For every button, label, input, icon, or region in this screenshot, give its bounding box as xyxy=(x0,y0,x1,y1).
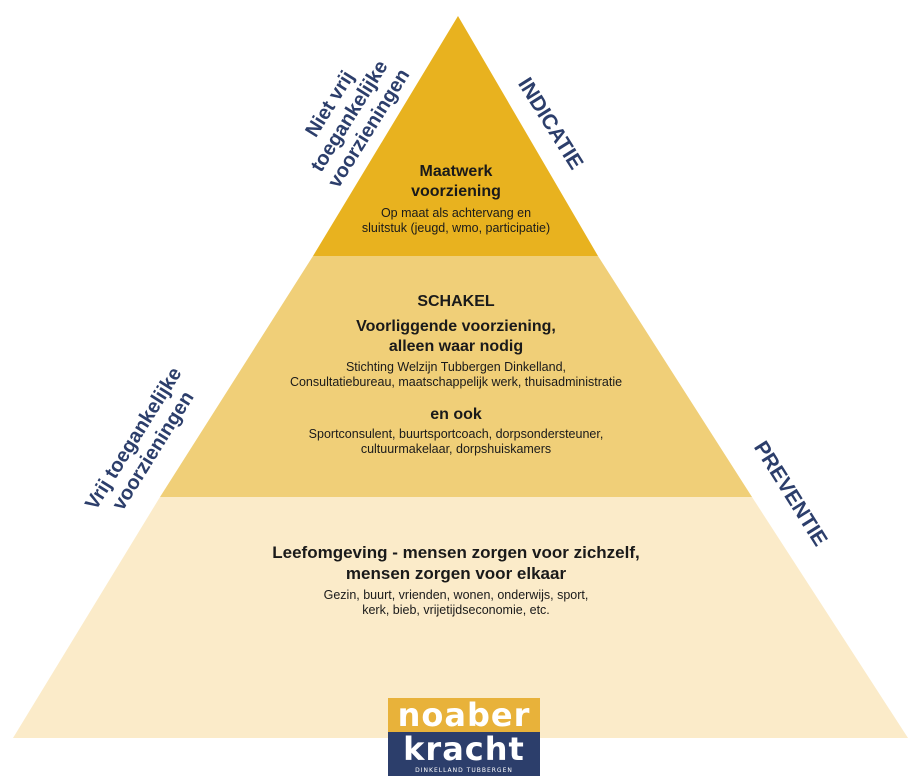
pyramid-bottom-layer xyxy=(13,497,908,738)
bottom-title-line1: Leefomgeving - mensen zorgen voor zichze… xyxy=(272,543,640,562)
middle-desc-line2: Consultatiebureau, maatschappelijk werk,… xyxy=(289,375,623,389)
top-desc-line1: Op maat als achtervang en xyxy=(380,206,532,220)
bottom-title-line2: mensen zorgen voor elkaar xyxy=(345,564,567,583)
logo-line3: DINKELLAND TUBBERGEN xyxy=(388,766,540,776)
pyramid-middle-layer xyxy=(160,256,752,497)
bottom-desc-line2: kerk, bieb, vrijetijdseconomie, etc. xyxy=(362,603,550,617)
bottom-desc-line1: Gezin, buurt, vrienden, wonen, onderwijs… xyxy=(323,588,589,602)
top-block: Maatwerk voorziening Op maat als achterv… xyxy=(356,162,556,236)
top-title-line1: Maatwerk xyxy=(419,163,493,180)
logo-line1: noaber xyxy=(388,698,540,732)
middle-title-line2: alleen waar nodig xyxy=(388,338,524,355)
middle-title-line1: Voorliggende voorziening, xyxy=(356,318,556,335)
middle-block: SCHAKEL Voorliggende voorziening, alleen… xyxy=(236,292,676,457)
bottom-block: Leefomgeving - mensen zorgen voor zichze… xyxy=(206,542,706,618)
middle-desc-line1: Stichting Welzijn Tubbergen Dinkelland, xyxy=(345,360,567,374)
middle-enook: en ook xyxy=(430,406,482,423)
top-title-line2: voorziening xyxy=(411,183,501,200)
top-desc-line2: sluitstuk (jeugd, wmo, participatie) xyxy=(361,221,551,235)
noaberkracht-logo: noaber kracht DINKELLAND TUBBERGEN xyxy=(388,698,540,776)
middle-schakel: SCHAKEL xyxy=(417,293,495,310)
logo-line2: kracht xyxy=(388,732,540,766)
pyramid-top-layer xyxy=(313,16,598,256)
middle-desc-line3: Sportconsulent, buurtsportcoach, dorpson… xyxy=(308,427,604,441)
middle-desc-line4: cultuurmakelaar, dorpshuiskamers xyxy=(360,442,552,456)
